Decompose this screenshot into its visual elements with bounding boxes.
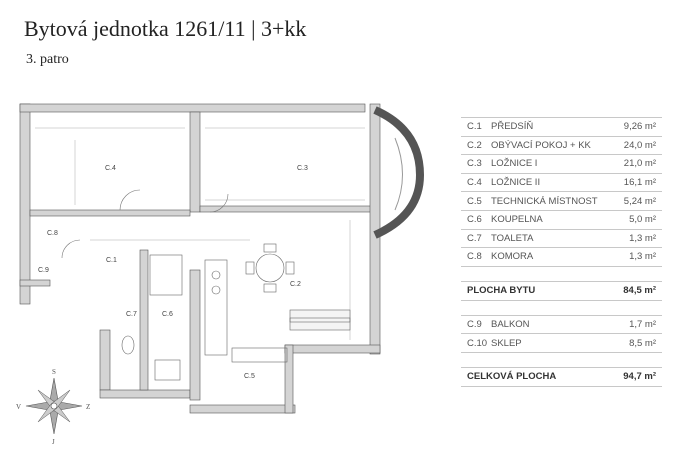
floor-plan: C.4 C.3 C.8 C.1 C.9 C.2 C.7 C.6 C.5: [19, 103, 425, 414]
table-row: C.3 LOŽNICE I 21,0 m²: [461, 155, 662, 174]
table-row: C.6 KOUPELNA 5,0 m²: [461, 211, 662, 230]
label-c9: C.9: [38, 267, 49, 274]
wall-living-bottom: [284, 344, 381, 354]
wall-top: [19, 103, 366, 113]
table-row: C.8 KOMORA 1,3 m²: [461, 248, 662, 267]
label-c1: C.1: [106, 257, 117, 264]
bay-window: [373, 106, 425, 239]
table-row: C.1 PŘEDSÍŇ 9,26 m²: [461, 117, 662, 137]
wall-bath-left: [139, 249, 149, 391]
bathroom-fixtures: [121, 254, 183, 381]
kitchen-counter: [204, 259, 288, 363]
table-row: C.10 SKLEP 8,5 m²: [461, 334, 662, 353]
flat-total-row: PLOCHA BYTU 84,5 m²: [461, 280, 662, 301]
wall-tech-right: [284, 344, 294, 414]
grand-total-row: CELKOVÁ PLOCHA 94,7 m²: [461, 366, 662, 387]
dining-table: [245, 243, 295, 293]
label-c6: C.6: [162, 311, 173, 318]
wall-left: [19, 103, 31, 305]
label-c4: C.4: [105, 165, 116, 172]
floor-label: 3. patro: [26, 52, 69, 67]
label-c3: C.3: [297, 165, 308, 172]
label-c2: C.2: [290, 281, 301, 288]
room-schedule: C.1 PŘEDSÍŇ 9,26 m² C.2 OBÝVACÍ POKOJ + …: [461, 117, 662, 387]
label-c7: C.7: [126, 311, 137, 318]
table-row: C.2 OBÝVACÍ POKOJ + KK 24,0 m²: [461, 137, 662, 156]
compass-icon: S J V Z: [16, 368, 90, 446]
wall-bottom: [189, 404, 296, 414]
compass-north: S: [52, 368, 56, 376]
compass-east: Z: [86, 403, 90, 411]
wall-c3-bottom: [199, 205, 376, 213]
table-row: C.5 TECHNICKÁ MÍSTNOST 5,24 m²: [461, 192, 662, 211]
table-row: C.4 LOŽNICE II 16,1 m²: [461, 174, 662, 193]
wall-core: [189, 269, 201, 401]
table-row: C.9 BALKON 1,7 m²: [461, 314, 662, 335]
wall-c4-bottom: [29, 209, 191, 217]
bay-glass: [394, 137, 403, 211]
wall-mid: [189, 111, 201, 213]
wall-storage: [19, 279, 51, 287]
sofa: [289, 309, 351, 331]
label-c8: C.8: [47, 230, 58, 237]
wall-wc-left: [99, 329, 111, 391]
compass-west: V: [16, 403, 21, 411]
table-row: C.7 TOALETA 1,3 m²: [461, 230, 662, 249]
compass-south: J: [52, 438, 55, 446]
page-title: Bytová jednotka 1261/11 | 3+kk: [24, 16, 307, 41]
wall-bottom-left: [99, 389, 191, 399]
label-c5: C.5: [244, 373, 255, 380]
